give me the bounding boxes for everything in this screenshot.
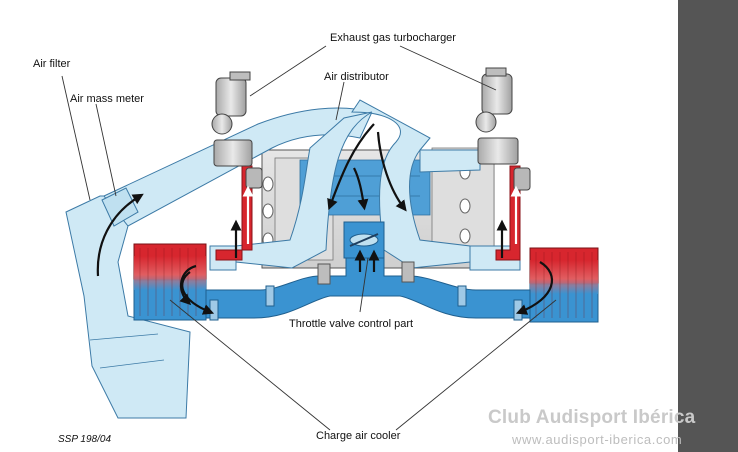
intake-duct	[103, 107, 373, 227]
label-air-distributor: Air distributor	[324, 71, 389, 83]
side-bar	[678, 0, 738, 452]
figure-reference: SSP 198/04	[58, 434, 112, 445]
charge-air-cooler-right	[529, 247, 599, 323]
label-throttle-valve: Throttle valve control part	[289, 318, 414, 330]
turbocharger-icon	[475, 67, 531, 191]
flow-arrow-icon	[96, 123, 554, 315]
turbocharger-icon	[211, 71, 263, 189]
watermark-brand: Club Audisport Ibérica	[488, 407, 696, 428]
flow-arrow-icon	[242, 185, 522, 244]
label-charge-air-cooler: Charge air cooler	[316, 430, 401, 442]
sensor-parts	[317, 261, 415, 285]
charge-air-cooler-left	[133, 243, 207, 321]
label-exhaust-turbocharger: Exhaust gas turbocharger	[330, 32, 456, 44]
label-air-filter: Air filter	[33, 58, 71, 70]
label-air-mass-meter: Air mass meter	[70, 93, 144, 105]
air-mass-meter	[101, 187, 139, 227]
watermark-url: www.audisport-iberica.com	[512, 432, 683, 447]
throttle-valve-icon	[343, 221, 385, 259]
leader-lines	[61, 45, 557, 431]
